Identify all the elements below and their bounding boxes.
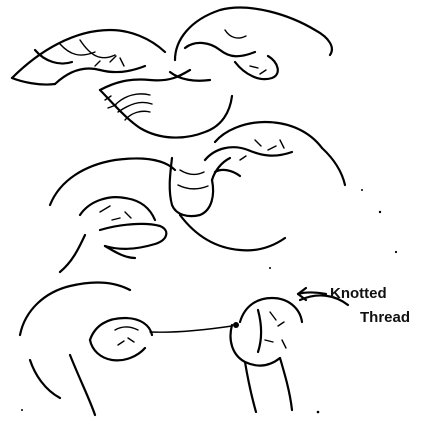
bottom-right-hand <box>231 295 348 412</box>
top-right-hand <box>175 8 332 80</box>
middle-fabric <box>170 158 285 250</box>
annotation-knotted: Knotted <box>330 286 387 301</box>
arrow-left-icon <box>298 288 326 300</box>
annotation-thread: Thread <box>360 310 410 325</box>
middle-left-hand <box>50 158 175 272</box>
knotted-thread <box>150 322 239 332</box>
top-fabric <box>100 70 232 138</box>
bottom-left-hand <box>20 283 152 415</box>
top-left-hand <box>12 30 165 85</box>
middle-right-hand <box>205 122 345 185</box>
